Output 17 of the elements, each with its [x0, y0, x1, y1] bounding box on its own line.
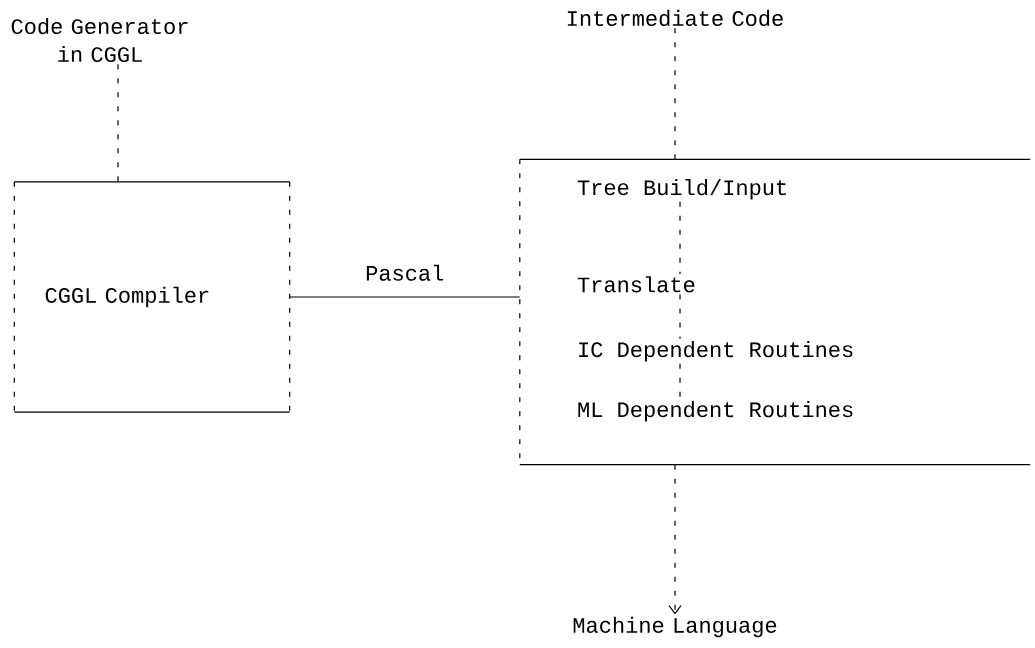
connector [117, 63, 119, 183]
text-label: Machine Language [573, 616, 777, 638]
edge-label: Pascal [363, 262, 447, 283]
module-label: ML Dependent Routines [578, 401, 853, 422]
process-box: CGGL Compiler [13, 181, 291, 413]
connector [674, 27, 676, 160]
connector [679, 201, 681, 275]
module-label: Tree Build/Input [577, 179, 786, 200]
module-box [519, 158, 1031, 466]
connector [289, 296, 521, 298]
text-label: Intermediate Code [567, 9, 783, 27]
module-label: Translate [577, 276, 695, 293]
text-label: Code Generator in CGGL [11, 17, 188, 63]
connector [668, 464, 682, 615]
module-label: IC Dependent Routines [579, 341, 853, 362]
connector [679, 293, 681, 340]
connector [679, 363, 681, 400]
